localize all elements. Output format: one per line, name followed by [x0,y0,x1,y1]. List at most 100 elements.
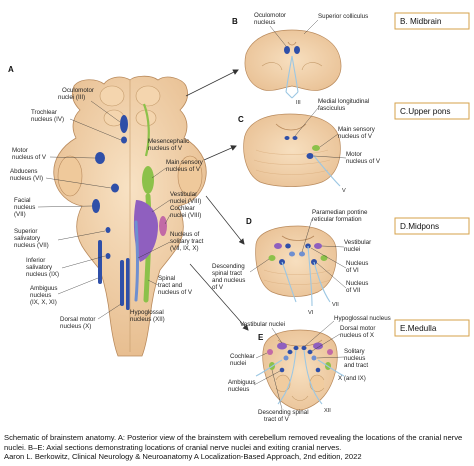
colliculus-right [136,86,160,106]
panel-c-upper-pons: C C.Upper pons Medial longitudinal fasci… [238,98,469,194]
label-b-oculomotor: Oculomotor nucleus [254,12,288,26]
label-main-sensory-nucleus: Main sensory nucleus of V [166,159,205,173]
colliculus-left [100,86,124,106]
label-b-nerve-iii: III [296,100,301,106]
panel-b-letter: B [232,17,238,26]
ambiguus-nucleus-shape [98,240,102,284]
arrow-to-midbrain [186,70,238,96]
label-e-hypoglossal: Hypoglossal nucleus [334,315,391,322]
pprf-right [299,252,305,257]
label-superior-salivatory: Superior salivatory nucleus (VII) [14,228,49,249]
label-ambiguus-nucleus: Ambiguus nucleus (IX, X, XI) [30,285,59,306]
label-e-x-ix: X (and IX) [338,375,366,382]
label-cochlear-nuclei: Cochlear nuclei (VIII) [170,205,201,219]
arrow-to-midpons [206,196,244,244]
vestibular-d-left [274,243,282,249]
panel-e-medulla: E E.Medulla Vestibular nuclei Hypoglossa… [228,315,469,423]
label-d-pprf: Paramedian pontine reticular formation [312,209,369,223]
main-sensory-v-shape [142,166,154,194]
dorsal-motor-e-left [288,350,293,354]
label-c-nerve-v: V [342,188,346,194]
upper-pons-section [244,114,341,187]
ambiguus-e-left [280,368,285,373]
label-e-cochlear: Cochlear nuclei [230,353,257,367]
peduncle-cut-left [58,156,82,196]
medulla-section [263,330,338,410]
ambiguus-e-right [316,368,321,373]
label-d-nucleus-vi: Nucleus of VI [346,260,370,274]
panel-b-midbrain: B B. Midbrain Oculomotor nucleus Superio… [232,12,469,106]
label-abducens-nucleus: Abducens nucleus (VI) [10,168,43,182]
nerve-iii-exit [286,92,298,98]
hypoglossal-e-left [294,346,299,350]
pprf-left [289,252,295,257]
spinal-v-d-right [321,255,328,261]
label-facial-nucleus: Facial nucleus (VII) [14,197,37,218]
label-c-mlf: Medial longitudinal fasciculus [318,98,371,112]
label-e-ambiguus: Ambiguus nucleus [228,379,257,393]
dorsal-motor-e-right [308,350,313,354]
label-b-superior-colliculus: Superior colliculus [318,13,368,20]
panel-c-title: C.Upper pons [400,107,451,116]
mlf-c-left [285,136,290,140]
cochlear-e-left [267,349,273,355]
vestibular-e-right [313,343,323,350]
solitary-e-left [284,356,289,361]
midpons-section [256,226,337,297]
label-spinal-tract-v: Spinal tract and nucleus of V [158,275,193,296]
caption-line-2: nuclei. B–E: Axial sections demonstratin… [4,443,472,453]
label-d-vestibular: Vestibular nuclei [344,239,373,253]
label-e-solitary: Solitary nucleus and tract [344,348,368,369]
oculomotor-nucleus-b-right [294,46,300,54]
panel-a-letter: A [8,65,14,74]
oculomotor-nucleus-b-left [284,46,290,54]
label-e-dorsal-motor: Dorsal motor nucleus of X [340,325,377,339]
label-trochlear-nucleus: Trochlear nucleus (IV) [31,109,64,123]
main-sensory-v-c [312,145,320,151]
label-d-descending-spinal: Descending spinal tract and nucleus of V [212,263,247,291]
panel-d-midpons: D D.Midpons Paramedian pontine reticular… [212,209,469,316]
caption-line-1: Schematic of brainstem anatomy. A: Poste… [4,433,472,443]
label-dorsal-motor-nucleus: Dorsal motor nucleus (X) [60,316,97,330]
spinal-v-d-left [269,255,276,261]
panel-e-title: E.Medulla [400,324,437,333]
oculomotor-nucleus-shape [120,115,128,133]
motor-v-c [307,153,314,159]
vestibular-d-right [314,243,322,249]
label-solitary-nucleus: Nucleus of solitary tract (VII, IX, X) [170,231,205,252]
label-e-vestibular: Vestibular nuclei [240,321,285,328]
label-c-motor-v: Motor nucleus of V [346,151,381,165]
label-d-nucleus-vii: Nucleus of VII [346,280,370,294]
vestibular-e-left [277,343,287,350]
solitary-nucleus-shape [136,222,138,300]
solitary-e-right [312,356,317,361]
hypoglossal-e-right [302,346,307,350]
inf-saliv-nucleus-shape [106,253,111,259]
label-motor-nucleus-v: Motor nucleus of V [12,147,47,161]
motor-v-nucleus-shape [95,152,105,164]
label-c-main-sensory: Main sensory nucleus of V [338,126,377,140]
label-vestibular-nuclei: Vestibular nuclei (VIII) [170,191,201,205]
olive-right [310,375,324,391]
label-e-descending-spinal: Descending spinal tract of V [258,409,310,423]
label-inferior-salivatory: Inferior salivatory nucleus (IX) [26,257,59,278]
dorsal-motor-nucleus-shape [120,260,124,306]
label-d-nerve-vi: VI [308,310,314,316]
nucleus-vi-d-left [285,244,291,249]
olive-left [276,375,290,391]
panel-d-letter: D [246,217,252,226]
cochlear-e-right [327,349,333,355]
panel-a-brainstem-posterior-view: A [8,65,206,356]
facial-nucleus-shape [92,199,100,213]
panel-e-letter: E [258,333,264,342]
panel-b-title: B. Midbrain [400,17,442,26]
hypoglossal-nucleus-shape [126,258,130,310]
caption-line-3: Aaron L. Berkowitz, Clinical Neurology &… [4,452,472,462]
trochlear-nucleus-shape [121,137,127,144]
cochlear-nuclei-shape [159,216,167,236]
label-e-nerve-xii: XII [324,408,331,414]
figure-caption: Schematic of brainstem anatomy. A: Poste… [4,433,472,462]
label-hypoglossal-nucleus: Hypoglossal nucleus (XII) [130,309,165,323]
panel-d-title: D.Midpons [400,222,439,231]
